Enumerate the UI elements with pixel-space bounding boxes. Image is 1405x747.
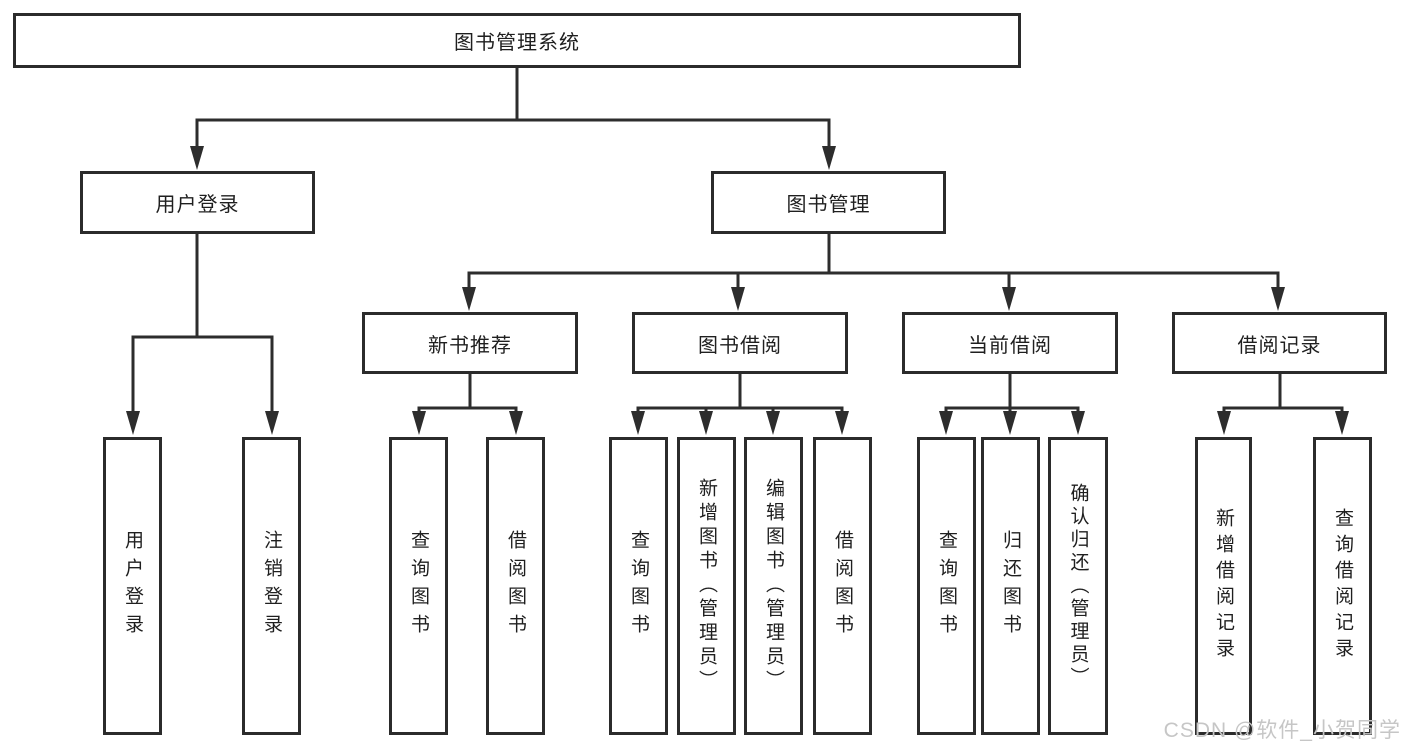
node-borrowing-records-label: 借阅记录 [1237, 334, 1322, 357]
node-book-management: 图书管理 [711, 171, 946, 234]
arrowheads [126, 146, 1349, 435]
leaf-query-books-recommend-label: 查询图书 [408, 530, 429, 642]
node-current-borrowing-label: 当前借阅 [968, 334, 1052, 357]
leaf-user-login: 用户登录 [103, 437, 162, 735]
leaf-confirm-return-admin-label: 确认归还（管理员） [1067, 482, 1089, 690]
csdn-watermark: CSDN @软件_小贺同学 [1163, 719, 1401, 742]
leaf-logout-login-label: 注销登录 [261, 530, 282, 642]
leaf-query-borrow-record-label: 查询借阅记录 [1332, 508, 1353, 664]
node-root-label: 图书管理系统 [454, 32, 580, 54]
leaf-borrow-books-recommend-label: 借阅图书 [505, 530, 526, 642]
leaf-query-borrow-record: 查询借阅记录 [1313, 437, 1372, 735]
leaf-return-books-label: 归还图书 [1000, 530, 1021, 642]
node-new-book-recommend: 新书推荐 [362, 312, 578, 374]
node-user-login: 用户登录 [80, 171, 315, 234]
leaf-query-books-borrowing: 查询图书 [609, 437, 668, 735]
leaf-query-books-recommend: 查询图书 [389, 437, 448, 735]
leaf-logout-login: 注销登录 [242, 437, 301, 735]
leaf-return-books: 归还图书 [981, 437, 1040, 735]
leaf-borrow-books-recommend: 借阅图书 [486, 437, 545, 735]
node-book-borrowing-label: 图书借阅 [698, 334, 782, 357]
leaf-edit-books-admin-label: 编辑图书（管理员） [763, 478, 784, 694]
node-new-book-recommend-label: 新书推荐 [428, 334, 512, 357]
leaf-add-borrow-record: 新增借阅记录 [1195, 437, 1252, 735]
leaf-query-books-current: 查询图书 [917, 437, 976, 735]
leaf-edit-books-admin: 编辑图书（管理员） [744, 437, 803, 735]
leaf-borrow-books-borrowing: 借阅图书 [813, 437, 872, 735]
node-root: 图书管理系统 [13, 13, 1021, 68]
node-borrowing-records: 借阅记录 [1172, 312, 1387, 374]
leaf-user-login-label: 用户登录 [122, 530, 143, 642]
node-current-borrowing: 当前借阅 [902, 312, 1118, 374]
leaf-confirm-return-admin: 确认归还（管理员） [1048, 437, 1108, 735]
leaf-add-books-admin: 新增图书（管理员） [677, 437, 736, 735]
node-user-login-label: 用户登录 [155, 194, 240, 216]
leaf-add-books-admin-label: 新增图书（管理员） [696, 478, 717, 694]
node-book-borrowing: 图书借阅 [632, 312, 848, 374]
leaf-query-books-current-label: 查询图书 [936, 530, 957, 642]
leaf-borrow-books-borrowing-label: 借阅图书 [832, 530, 853, 642]
node-book-management-label: 图书管理 [786, 194, 871, 216]
leaf-query-books-borrowing-label: 查询图书 [628, 530, 649, 642]
leaf-add-borrow-record-label: 新增借阅记录 [1213, 508, 1234, 664]
